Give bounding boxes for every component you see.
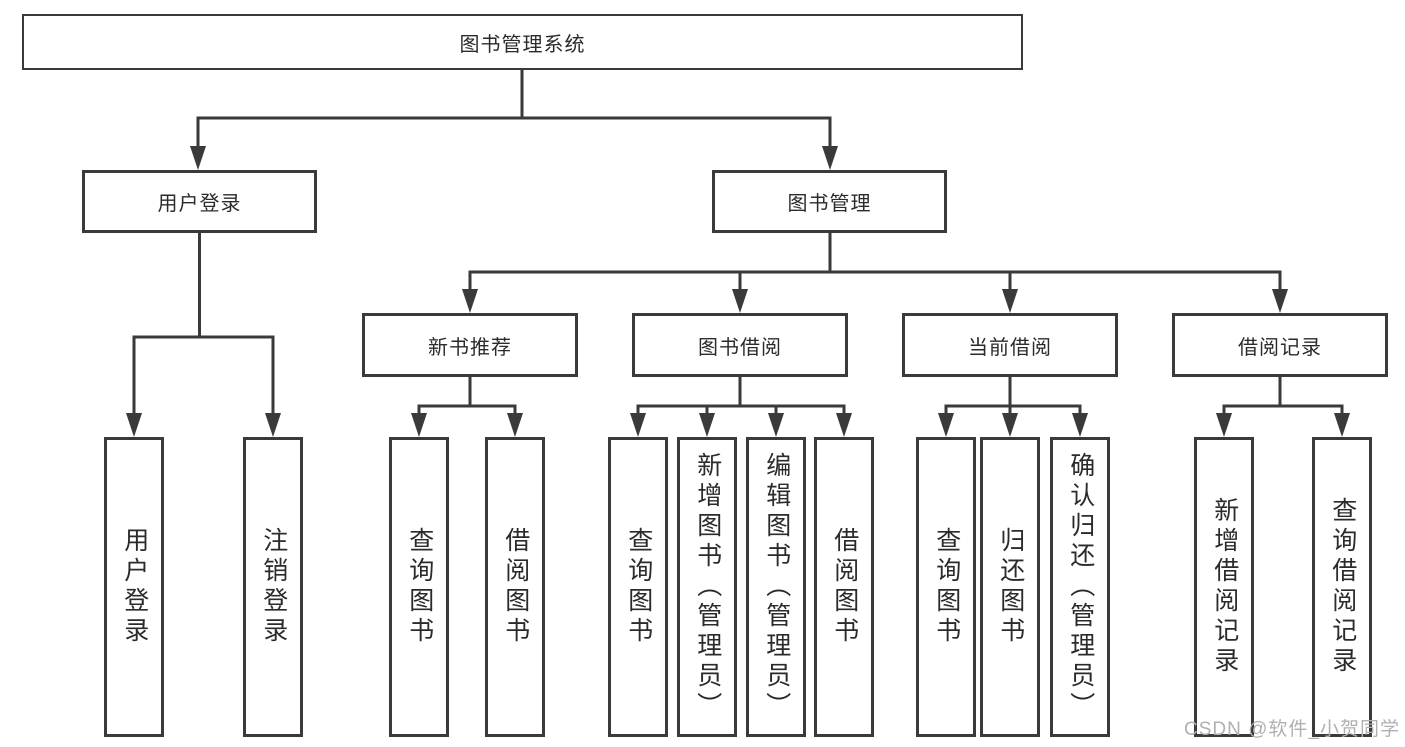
node-user-login-leaf: 用户登录: [104, 437, 164, 737]
node-user-login: 用户登录: [82, 170, 317, 233]
leaf-label: 借阅图书: [501, 527, 530, 647]
leaf-label: 新增借阅记录: [1210, 497, 1239, 677]
node-return-book: 归还图书: [980, 437, 1040, 737]
leaf-label: 确认归还（管理员）: [1066, 452, 1095, 722]
node-current-borrow: 当前借阅: [902, 313, 1118, 377]
node-borrow-books: 借阅图书: [814, 437, 874, 737]
leaf-label: 查询图书: [624, 527, 653, 647]
leaf-label: 注销登录: [259, 527, 288, 647]
node-new-book-recommend: 新书推荐: [362, 313, 578, 377]
node-query-books-borrow: 查询图书: [608, 437, 668, 737]
node-query-books-current: 查询图书: [916, 437, 976, 737]
node-add-book-admin: 新增图书（管理员）: [677, 437, 737, 737]
node-logout: 注销登录: [243, 437, 303, 737]
node-query-borrow-record: 查询借阅记录: [1312, 437, 1372, 737]
leaf-label: 编辑图书（管理员）: [762, 452, 791, 722]
leaf-label: 归还图书: [996, 527, 1025, 647]
watermark: CSDN @软件_小贺同学: [1184, 719, 1400, 740]
node-borrow-books-recommend: 借阅图书: [485, 437, 545, 737]
leaf-label: 新增图书（管理员）: [693, 452, 722, 722]
leaf-label: 借阅图书: [830, 527, 859, 647]
node-add-borrow-record: 新增借阅记录: [1194, 437, 1254, 737]
leaf-label: 查询借阅记录: [1328, 497, 1357, 677]
leaf-label: 用户登录: [120, 527, 149, 647]
leaf-label: 查询图书: [405, 527, 434, 647]
node-confirm-return-admin: 确认归还（管理员）: [1050, 437, 1110, 737]
node-book-management: 图书管理: [712, 170, 947, 233]
node-book-borrow: 图书借阅: [632, 313, 848, 377]
node-query-books-recommend: 查询图书: [389, 437, 449, 737]
node-root: 图书管理系统: [22, 14, 1023, 70]
leaf-label: 查询图书: [932, 527, 961, 647]
node-edit-book-admin: 编辑图书（管理员）: [746, 437, 806, 737]
node-borrow-records: 借阅记录: [1172, 313, 1388, 377]
